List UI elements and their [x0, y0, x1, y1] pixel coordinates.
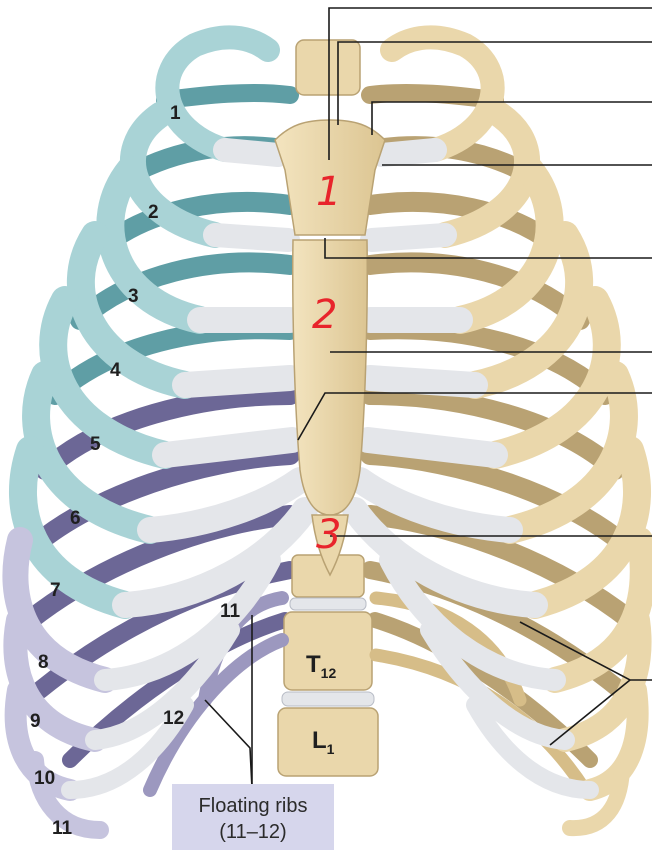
intervertebral-disc [281, 691, 375, 707]
manubrium [274, 119, 386, 236]
sternal-body [292, 239, 368, 516]
label-line-1: Floating ribs [199, 795, 308, 817]
rib-number-10: 10 [34, 768, 55, 789]
true-ribs-left [9, 25, 280, 619]
vertebra [295, 39, 361, 96]
t12-main: T [306, 651, 321, 678]
rib-number-5: 5 [90, 434, 101, 455]
false-ribs-left [2, 527, 118, 839]
rib-number-11-left: 11 [52, 818, 73, 839]
annotation-3: 3 [316, 512, 341, 558]
vertebra-l1 [277, 707, 379, 777]
l1-main: L [312, 727, 327, 754]
rib-number-3: 3 [128, 286, 139, 307]
rib-number-8: 8 [38, 652, 49, 673]
rib-number-7: 7 [50, 580, 61, 601]
vertebra-l1-label: L1 [312, 727, 335, 757]
leader-lines [204, 7, 652, 789]
costal-cartilages [61, 138, 599, 799]
sternum [274, 119, 386, 577]
rib-number-11-inner: 11 [220, 601, 241, 622]
t12-sub: 12 [321, 665, 337, 681]
ribs-right [380, 25, 652, 837]
vertebra-labels: T12 L1 [306, 651, 336, 757]
xiphoid-process [311, 514, 349, 577]
rib-numbers: 1 2 3 4 5 6 7 8 9 10 11 11 12 [30, 103, 241, 839]
handwritten-annotations: 1 2 3 [312, 169, 341, 558]
l1-sub: 1 [327, 741, 335, 757]
vertebral-column [277, 39, 379, 777]
rib-number-6: 6 [70, 508, 81, 529]
intervertebral-disc [289, 597, 367, 611]
label-line-2: (11–12) [219, 821, 286, 843]
label-box [172, 784, 334, 850]
floating-ribs-label: Floating ribs (11–12) [172, 784, 334, 850]
rib-number-2: 2 [148, 202, 159, 223]
rib-number-1: 1 [170, 103, 181, 124]
rib-number-12-inner: 12 [163, 708, 184, 729]
annotation-1: 1 [316, 169, 341, 215]
rib-number-4: 4 [110, 360, 121, 381]
annotation-2: 2 [312, 292, 337, 338]
rib-number-9: 9 [30, 711, 41, 732]
vertebra-t12-label: T12 [306, 651, 336, 681]
